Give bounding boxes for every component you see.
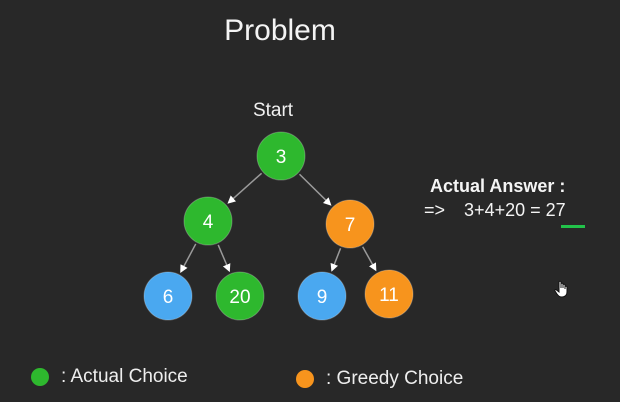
tree-node-4: 4 — [183, 196, 233, 246]
edge-n4-n20 — [217, 244, 231, 273]
node-label: 7 — [345, 215, 356, 236]
actual-answer-line: => 3+4+20 = 27 — [424, 200, 566, 221]
tree-node-6: 6 — [143, 271, 193, 321]
node-label: 3 — [276, 147, 287, 168]
actual-answer-title: Actual Answer : — [430, 176, 566, 196]
edge-n3-n4 — [227, 172, 263, 204]
edge-n7-n11 — [361, 246, 377, 272]
slide-title: Problem — [224, 14, 336, 47]
node-label: 11 — [379, 285, 399, 306]
node-label: 9 — [317, 287, 328, 308]
legend-greedy-label: : Greedy Choice — [326, 368, 464, 389]
node-circle — [325, 199, 375, 249]
tree-node-9: 9 — [297, 271, 347, 321]
answer-result: 27 — [545, 200, 566, 220]
node-circle — [183, 196, 233, 246]
node-label: 4 — [203, 212, 214, 233]
node-circle — [364, 269, 414, 319]
tree-node-7: 7 — [325, 199, 375, 249]
answer-expression: 3+4+20 = — [464, 200, 541, 220]
legend-greedy-choice: : Greedy Choice — [296, 368, 463, 390]
hand-cursor-icon — [554, 280, 568, 298]
legend-actual-choice: : Actual Choice — [31, 366, 188, 388]
node-circle — [297, 271, 347, 321]
tree-node-3: 3 — [256, 131, 306, 181]
orange-dot-icon — [296, 370, 314, 388]
implies-arrow: => — [424, 200, 446, 220]
green-dot-icon — [31, 368, 49, 386]
node-circle — [215, 271, 265, 321]
node-label: 20 — [229, 287, 250, 308]
edge-n3-n7 — [298, 173, 332, 206]
node-circle — [143, 271, 193, 321]
edge-n4-n6 — [180, 243, 197, 274]
result-underline — [561, 225, 585, 228]
edge-n7-n9 — [330, 247, 342, 272]
node-circle — [256, 131, 306, 181]
legend-actual-label: : Actual Choice — [61, 366, 188, 387]
start-label: Start — [252, 100, 294, 121]
tree-node-20: 20 — [215, 271, 265, 321]
tree-node-11: 11 — [364, 269, 414, 319]
node-label: 6 — [163, 287, 174, 308]
